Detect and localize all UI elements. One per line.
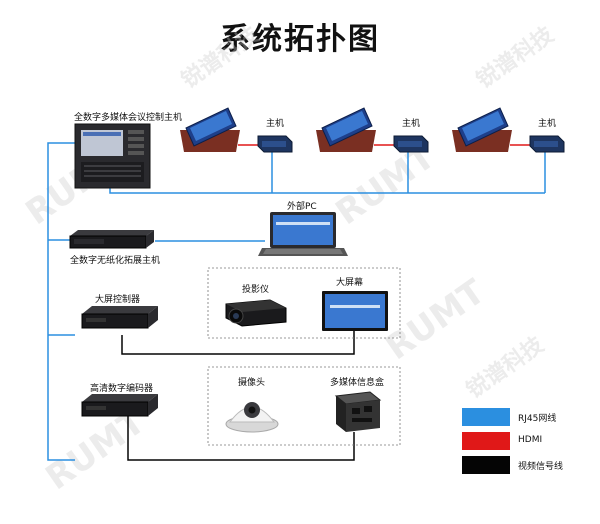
- video-line-encoder: [127, 415, 355, 461]
- big-screen-label: 大屏幕: [336, 278, 364, 288]
- host-box-1: [257, 135, 293, 153]
- desk-terminal-3: [452, 107, 512, 152]
- screen-controller-device: [81, 306, 158, 329]
- legend-label-rj45: RJ45网线: [518, 414, 557, 424]
- desk-terminal-1: [180, 107, 240, 152]
- hd-encoder-device: [81, 394, 158, 417]
- expansion-host-label: 全数字无纸化拓展主机: [70, 256, 161, 266]
- camera-label: 摄像头: [238, 378, 266, 388]
- capture-group-box: [207, 366, 401, 446]
- hd-encoder-label: 高清数字编码器: [90, 384, 154, 394]
- desk-terminal-2: [316, 107, 376, 152]
- video-line-screen: [121, 330, 355, 355]
- legend-swatch-video: [462, 456, 510, 474]
- display-group-box: [207, 267, 401, 339]
- big-screen-device: [322, 291, 388, 331]
- expansion-host-device: [69, 230, 154, 249]
- projector-device: [225, 299, 287, 327]
- media-box-device: [334, 391, 382, 432]
- rj45-lines: [47, 142, 546, 461]
- screen-controller-label: 大屏控制器: [95, 295, 141, 305]
- host-1-label: 主机: [266, 119, 285, 129]
- page-title: 系统拓扑图: [220, 22, 380, 57]
- camera-device: [225, 402, 279, 433]
- media-box-label: 多媒体信息盒: [330, 378, 385, 388]
- video-lines: [121, 330, 355, 461]
- host-2-label: 主机: [402, 119, 421, 129]
- host-box-3: [529, 135, 565, 153]
- legend-label-video: 视频信号线: [518, 462, 564, 472]
- legend-swatch-rj45: [462, 408, 510, 426]
- external-pc-label: 外部PC: [287, 202, 317, 212]
- control-host-device: [74, 123, 151, 189]
- rj45-trunk: [47, 142, 75, 461]
- projector-label: 投影仪: [242, 285, 270, 295]
- rj45-top-bus: [109, 188, 545, 194]
- control-host-label: 全数字多媒体会议控制主机: [74, 113, 183, 123]
- host-3-label: 主机: [538, 119, 557, 129]
- legend-swatch-hdmi: [462, 432, 510, 450]
- legend-label-hdmi: HDMI: [518, 435, 543, 445]
- external-pc-device: [258, 212, 348, 256]
- host-box-2: [393, 135, 429, 153]
